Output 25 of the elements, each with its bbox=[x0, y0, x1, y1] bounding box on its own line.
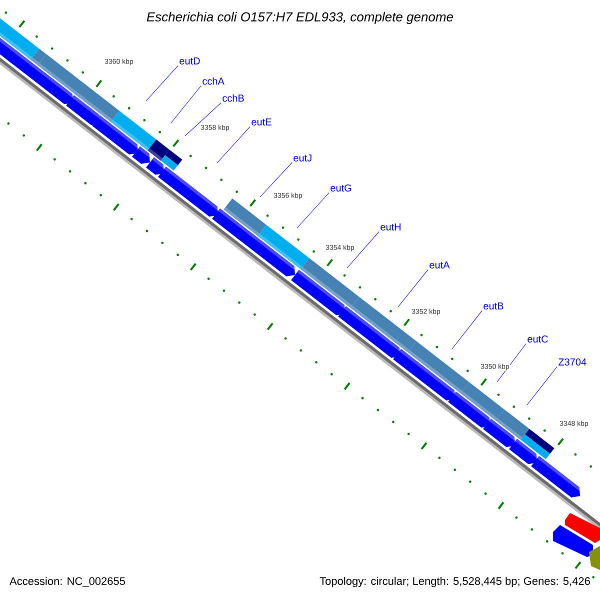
leader-line bbox=[346, 231, 380, 268]
genome-summary: Topology: circular; Length: 5,528,445 bp; Genes: 5,426 bbox=[320, 576, 590, 588]
gene-label: eutB bbox=[484, 302, 504, 310]
gene-label: eutE bbox=[252, 118, 272, 126]
leader-line bbox=[526, 366, 558, 406]
gene-label: cchB bbox=[222, 94, 244, 102]
accession-note: Accession: NC_002655 bbox=[10, 576, 126, 588]
gene-label: cchA bbox=[202, 77, 224, 85]
leader-line bbox=[216, 126, 250, 164]
leader-line bbox=[496, 343, 526, 382]
leader-line bbox=[170, 86, 202, 124]
gene-label: eutA bbox=[430, 262, 450, 268]
gene-label: Z3704 bbox=[558, 358, 586, 366]
gene-label: eutD bbox=[180, 58, 200, 64]
leader-line bbox=[184, 102, 222, 136]
gene-label: eutC bbox=[528, 335, 548, 343]
leader-line bbox=[260, 162, 292, 198]
gene-label: eutJ bbox=[294, 154, 312, 162]
leader-line bbox=[146, 65, 178, 102]
gene-label: eutG bbox=[330, 184, 352, 192]
title: Escherichia coli O157:H7 EDL933, complete genome bbox=[146, 12, 454, 24]
gene-label: eutH bbox=[380, 224, 401, 230]
leader-line bbox=[296, 192, 330, 228]
leader-line bbox=[398, 269, 428, 308]
leader-line bbox=[452, 310, 482, 350]
